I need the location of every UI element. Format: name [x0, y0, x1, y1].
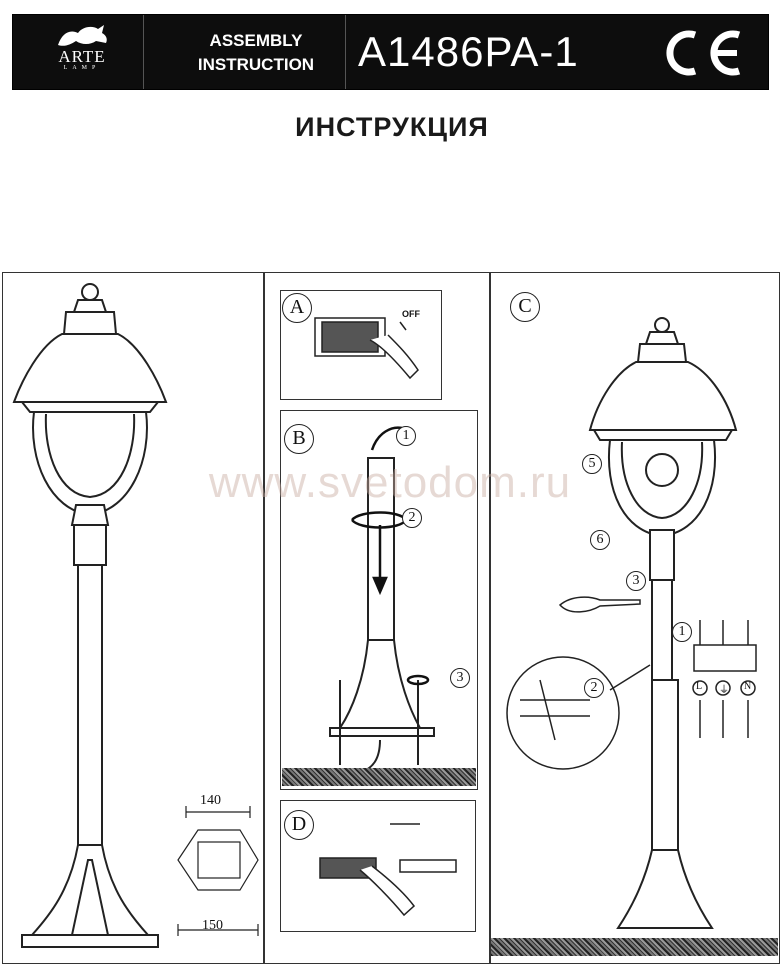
step-badge-b: B	[284, 424, 314, 454]
step-number: 3	[450, 668, 470, 688]
terminal-label-l: L	[696, 681, 703, 692]
assembly-line-2: INSTRUCTION	[197, 55, 315, 74]
step-badge-d: D	[284, 810, 314, 840]
model-number: A1486PA-1	[358, 28, 579, 75]
brand-subtitle: LAMP	[63, 65, 101, 71]
brand-logo: ARTE LAMP	[37, 19, 127, 85]
step-number: 2	[584, 678, 604, 698]
off-label: OFF	[402, 309, 420, 319]
step-number: 2	[402, 508, 422, 528]
dimension-bottom: 150	[202, 918, 223, 933]
step-badge-c: C	[510, 292, 540, 322]
griffin-icon	[58, 25, 107, 46]
column-divider	[263, 272, 265, 964]
column-divider	[489, 272, 491, 964]
brand-name: ARTE	[58, 47, 106, 66]
dimension-top: 140	[200, 793, 221, 808]
step-number: 5	[582, 454, 602, 474]
ce-mark-icon	[657, 29, 747, 77]
terminal-label-ground: ⏚	[719, 685, 729, 696]
step-number: 1	[396, 426, 416, 446]
step-badge-a: A	[282, 293, 312, 323]
assembly-line-1: ASSEMBLY	[209, 31, 303, 50]
step-number: 6	[590, 530, 610, 550]
document-title: ИНСТРУКЦИЯ	[295, 112, 489, 142]
instruction-frame	[2, 272, 780, 964]
watermark-text: www.svetodom.ru	[208, 458, 572, 507]
step-number: 1	[672, 622, 692, 642]
assembly-instruction-label: ASSEMBLY INSTRUCTION	[181, 29, 331, 77]
ground-texture	[491, 938, 778, 956]
step-number: 3	[626, 571, 646, 591]
ground-texture	[282, 768, 476, 786]
terminal-label-n: N	[744, 681, 752, 692]
header-divider	[345, 15, 346, 89]
header-bar: ARTE LAMP ASSEMBLY INSTRUCTION A1486PA-1	[12, 14, 769, 90]
header-divider	[143, 15, 144, 89]
